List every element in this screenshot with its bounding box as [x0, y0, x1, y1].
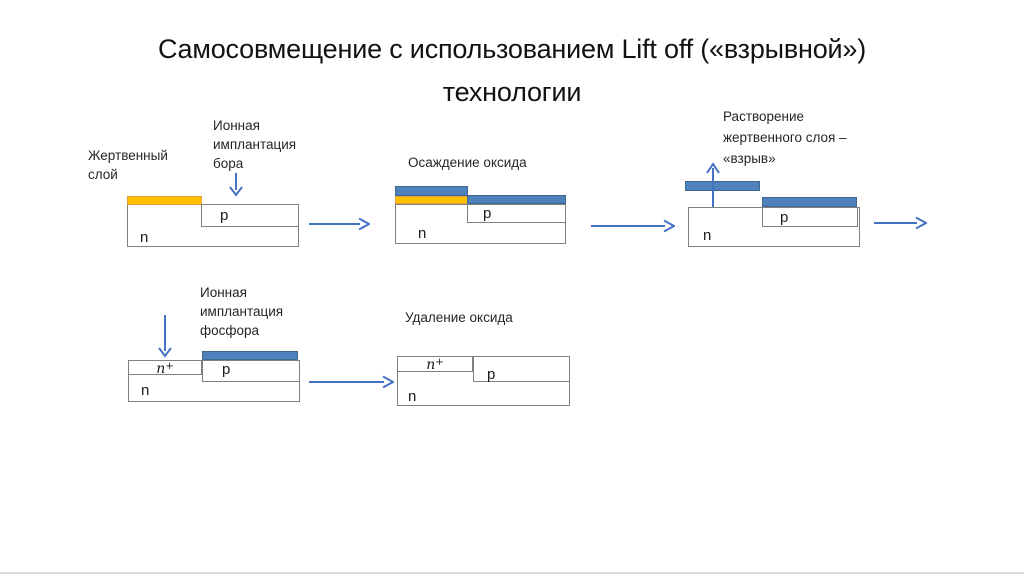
- p-region-label: p: [220, 207, 229, 224]
- p-region-box: [202, 360, 300, 382]
- phosphorus-implant-label-line3: фосфора: [200, 323, 259, 338]
- oxide-bar-on-p: [202, 351, 298, 360]
- n-plus-region-label: n+: [397, 355, 473, 373]
- n-region-label: n: [140, 229, 149, 246]
- n-region-label: n: [703, 227, 712, 244]
- p-region-box: [762, 207, 858, 227]
- oxide-deposition-label: Осаждение оксида: [408, 155, 527, 170]
- boron-implant-label-line2: имплантация: [213, 137, 297, 152]
- p-region-box: [473, 356, 570, 382]
- phosphorus-implant-label-line1: Ионная: [200, 285, 247, 300]
- phosphorus-implant-label: Ионная имплантация фосфора: [200, 283, 283, 340]
- n-region-label: n: [418, 225, 427, 242]
- n-plus-region-label: n+: [128, 359, 202, 377]
- n-plus-sup: +: [435, 357, 444, 368]
- page-title: Самосовмещение с использованием Lift off…: [0, 28, 1024, 114]
- lifted-oxide-bar: [685, 181, 760, 191]
- liftoff-label: Растворение жертвенного слоя – «взрыв»: [723, 106, 847, 169]
- sacrificial-layer-bar: [395, 196, 468, 204]
- boron-implant-label-line3: бора: [213, 156, 244, 171]
- liftoff-label-line1: Растворение: [723, 109, 805, 124]
- oxide-bar-right: [467, 195, 566, 204]
- p-region-label: p: [780, 209, 789, 226]
- oxide-removal-label: Удаление оксида: [405, 310, 513, 325]
- liftoff-label-line3: «взрыв»: [723, 151, 776, 166]
- arrow-right-icon: [873, 216, 927, 230]
- n-plus-sup: +: [165, 361, 174, 372]
- arrow-down-icon: [228, 173, 244, 197]
- oxide-bar-on-p: [762, 197, 857, 207]
- oxide-bar-left: [395, 186, 468, 196]
- arrow-right-icon: [308, 375, 394, 389]
- page-title-line-2: технологии: [442, 77, 582, 107]
- p-region-label: p: [222, 361, 231, 378]
- sacrificial-layer-label-line1: Жертвенный: [88, 148, 168, 163]
- sacrificial-layer-label: Жертвенный слой: [88, 146, 168, 184]
- sacrificial-layer-label-line2: слой: [88, 167, 118, 182]
- boron-implant-label-line1: Ионная: [213, 118, 260, 133]
- p-region-label: p: [487, 366, 496, 383]
- page-title-line-1: Самосовмещение с использованием Lift off…: [157, 34, 867, 64]
- arrow-down-icon: [157, 315, 173, 358]
- p-region-box: [201, 204, 299, 227]
- boron-implant-label: Ионная имплантация бора: [213, 116, 296, 173]
- arrow-up-icon: [705, 162, 721, 208]
- slide-bottom-border: [0, 572, 1024, 574]
- p-region-label: p: [483, 205, 492, 222]
- n-plus-base: n: [426, 357, 436, 373]
- n-plus-base: n: [156, 361, 166, 377]
- n-plus-region-box: [128, 360, 202, 375]
- arrow-right-icon: [590, 219, 675, 233]
- p-region-box: [467, 204, 566, 223]
- n-region-label: n: [408, 388, 417, 405]
- phosphorus-implant-label-line2: имплантация: [200, 304, 284, 319]
- n-region-label: n: [141, 382, 150, 399]
- sacrificial-layer-bar: [127, 196, 202, 205]
- liftoff-label-line2: жертвенного слоя –: [723, 130, 847, 145]
- arrow-right-icon: [308, 217, 370, 231]
- n-plus-region-box: [397, 356, 473, 372]
